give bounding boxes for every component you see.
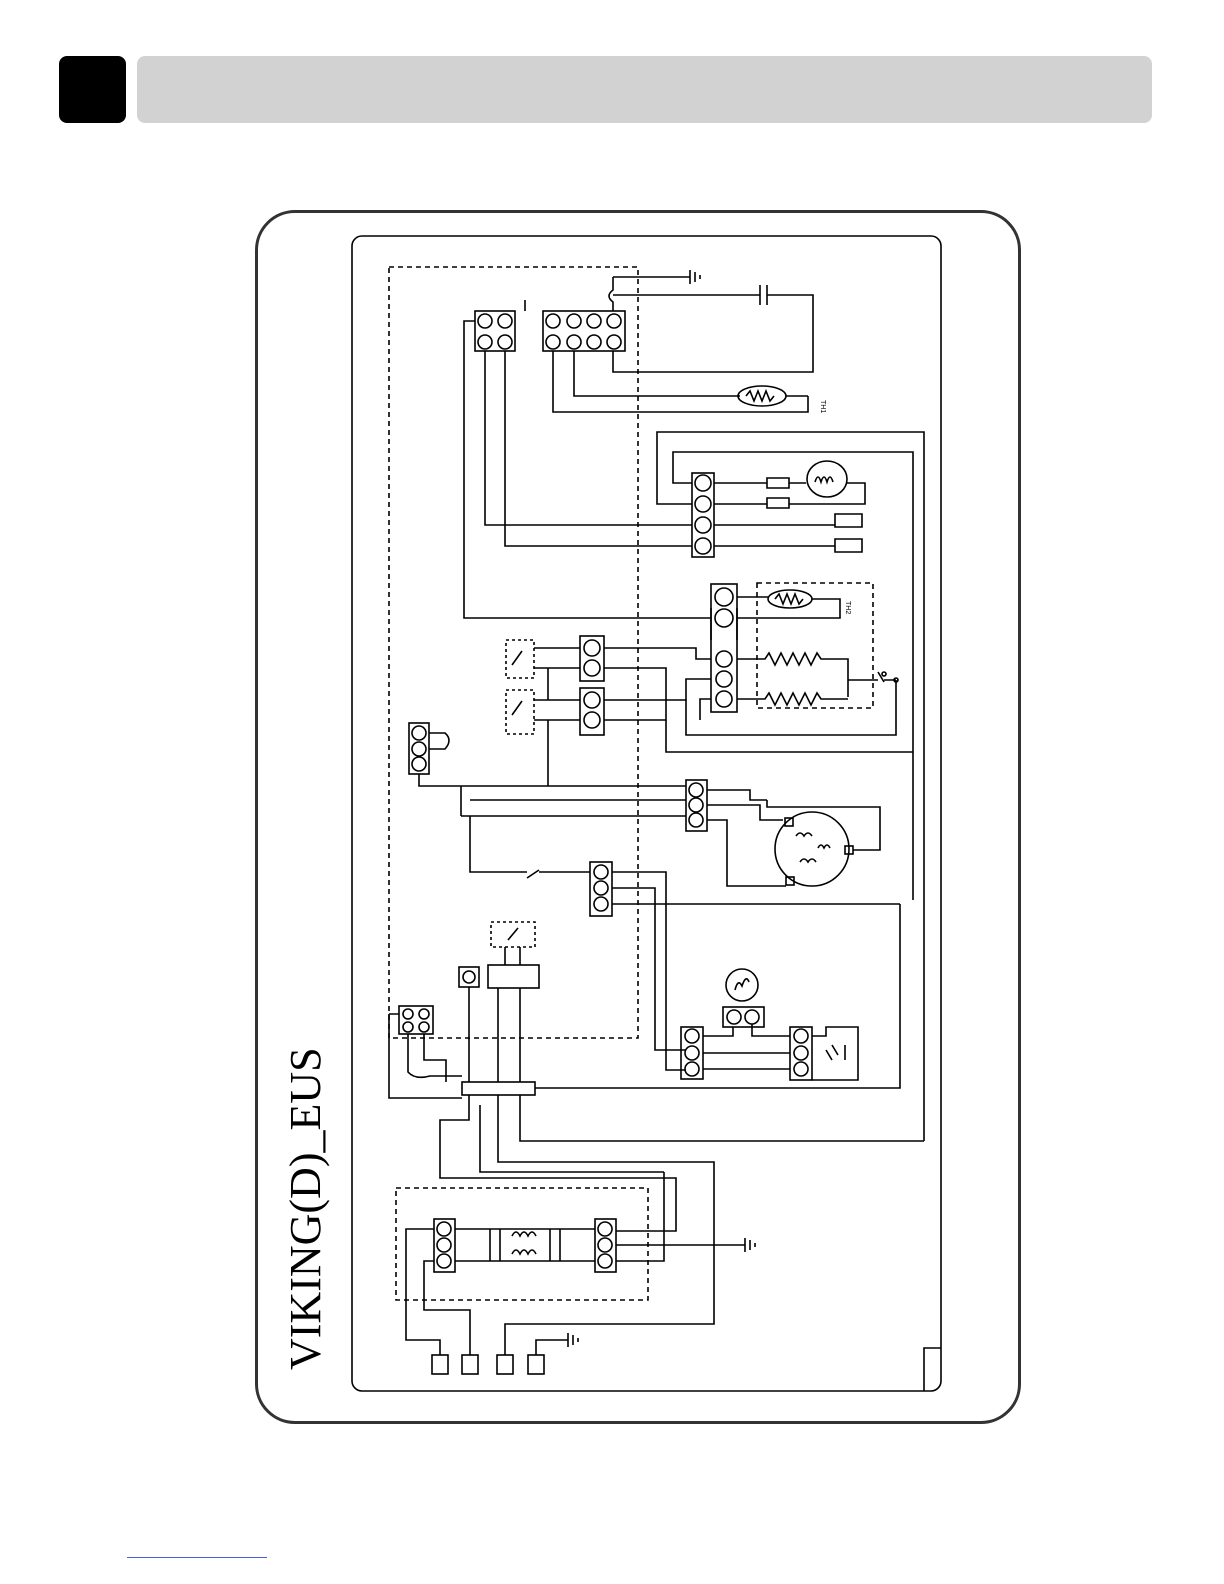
relay-connector-1 — [580, 636, 604, 681]
plug-pin-1 — [432, 1355, 448, 1374]
plug-pin-2 — [462, 1355, 478, 1374]
plug-pin-3 — [497, 1355, 513, 1374]
relay-box-1 — [506, 640, 534, 678]
connector-2x2 — [475, 311, 515, 351]
control-board-outline — [389, 267, 638, 1038]
relay-coil — [488, 965, 539, 988]
corner-tab — [924, 1348, 941, 1391]
diagram-title: VIKING(D)_EUS — [281, 1047, 330, 1370]
th2-label: TH2 — [844, 601, 851, 614]
footer-line — [127, 1557, 267, 1558]
lamp-socket — [723, 1007, 764, 1027]
relay-box-2 — [506, 690, 534, 734]
th1-label: TH1 — [819, 400, 826, 413]
terminal-strip — [462, 1082, 535, 1095]
heater-connector — [711, 584, 737, 712]
fuse-square — [459, 967, 479, 987]
plug-pin-4 — [528, 1355, 544, 1374]
heater-outline — [757, 583, 873, 708]
inner-frame — [352, 236, 941, 1391]
connector-4x2 — [543, 311, 625, 351]
compressor-motor — [775, 812, 849, 886]
